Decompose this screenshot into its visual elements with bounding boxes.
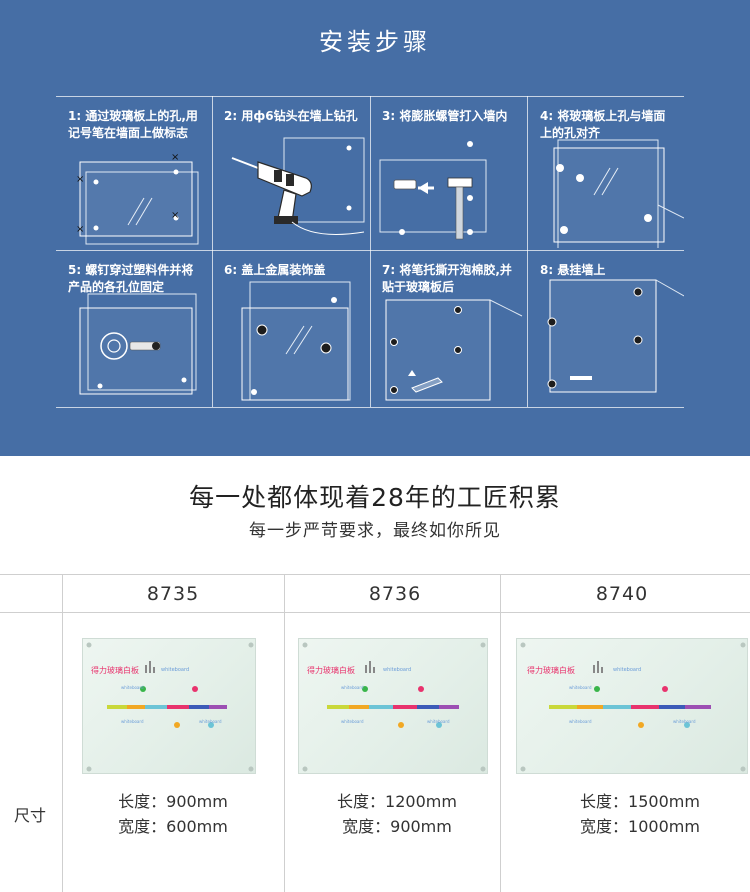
- width-8735: 宽度：600mm: [118, 817, 228, 836]
- step-1-text: 1: 通过玻璃板上的孔,用记号笔在墙面上做标志: [68, 109, 198, 140]
- craftsmanship-subheadline: 每一步严苛要求，最终如你所见: [249, 521, 501, 541]
- dimensions-8740: 长度：1500mm 宽度：1000mm: [530, 789, 750, 839]
- step-8: 8: 悬挂墙上: [530, 254, 684, 402]
- product-image-8740: 得力玻璃白板 whiteboard whiteboard whiteboard …: [516, 638, 748, 774]
- step-8-illustration: [547, 279, 684, 393]
- size-row-label: 尺寸: [14, 806, 47, 825]
- step-2-illustration: [231, 137, 365, 235]
- svg-text:whiteboard: whiteboard: [341, 719, 364, 724]
- dimensions-8736: 长度：1200mm 宽度：900mm: [287, 789, 507, 839]
- step-3-text: 3: 将膨胀螺管打入墙内: [382, 109, 508, 123]
- svg-text:whiteboard: whiteboard: [427, 719, 450, 724]
- svg-text:whiteboard: whiteboard: [341, 685, 364, 690]
- width-8736: 宽度：900mm: [342, 817, 452, 836]
- svg-text:whiteboard: whiteboard: [569, 685, 592, 690]
- svg-text:×: ×: [76, 174, 84, 185]
- step-6: 6: 盖上金属装饰盖: [214, 254, 362, 402]
- svg-text:得力玻璃白板: 得力玻璃白板: [527, 665, 575, 675]
- grid-line-bottom: [56, 407, 684, 408]
- step-4-illustration: [553, 139, 684, 248]
- craftsmanship-headline: 每一处都体现着28年的工匠积累: [189, 483, 561, 512]
- product-image-8736: 得力玻璃白板 whiteboard whiteboard whiteboard …: [298, 638, 488, 774]
- step-8-text: 8: 悬挂墙上: [540, 263, 606, 277]
- step-7-illustration: [385, 299, 523, 401]
- svg-text:whiteboard: whiteboard: [383, 667, 411, 673]
- step-3: 3: 将膨胀螺管打入墙内: [372, 100, 520, 248]
- svg-text:得力玻璃白板: 得力玻璃白板: [307, 665, 355, 675]
- install-title: 安装步骤: [319, 28, 431, 56]
- step-7-text: 7: 将笔托撕开泡棉胶,并贴于玻璃板后: [382, 263, 512, 294]
- table-top-border: [0, 574, 750, 575]
- step-1: × × × × 1: 通过玻璃板上的孔,用记号笔在墙面上做标志: [58, 100, 206, 248]
- whiteboard-graphic: 得力玻璃白板 whiteboard whiteboard whiteboard …: [520, 642, 746, 772]
- whiteboard-graphic: 得力玻璃白板 whiteboard whiteboard whiteboard …: [86, 642, 254, 772]
- table-column-divider: [284, 574, 285, 892]
- svg-text:whiteboard: whiteboard: [121, 719, 144, 724]
- svg-text:whiteboard: whiteboard: [673, 719, 696, 724]
- product-image-8735: 得力玻璃白板 whiteboard whiteboard whiteboard …: [82, 638, 256, 774]
- step-4: 4: 将玻璃板上孔与墙面上的孔对齐: [530, 100, 684, 248]
- step-2: 2: 用ф6钻头在墙上钻孔: [214, 100, 365, 248]
- step-6-text: 6: 盖上金属装饰盖: [224, 263, 326, 277]
- whiteboard-graphic: 得力玻璃白板 whiteboard whiteboard whiteboard …: [302, 642, 486, 772]
- svg-text:得力玻璃白板: 得力玻璃白板: [91, 665, 139, 675]
- step-6-illustration: [241, 281, 351, 401]
- step-7: 7: 将笔托撕开泡棉胶,并贴于玻璃板后: [372, 254, 523, 402]
- grid-divider: [370, 96, 371, 407]
- step-1-illustration: × × × ×: [76, 152, 199, 245]
- length-8740: 长度：1500mm: [580, 792, 700, 811]
- svg-text:whiteboard: whiteboard: [613, 667, 641, 673]
- model-8740: 8740: [595, 583, 649, 605]
- table-header-border: [0, 612, 750, 613]
- width-8740: 宽度：1000mm: [580, 817, 700, 836]
- dimensions-8735: 长度：900mm 宽度：600mm: [63, 789, 283, 839]
- svg-text:whiteboard: whiteboard: [121, 685, 144, 690]
- step-3-illustration: [379, 141, 487, 240]
- step-5: 5: 螺钉穿过塑料件并将产品的各孔位固定: [58, 254, 206, 402]
- table-column-divider: [500, 574, 501, 892]
- step-4-text: 4: 将玻璃板上孔与墙面上的孔对齐: [540, 109, 666, 140]
- svg-text:×: ×: [171, 210, 179, 221]
- grid-divider: [527, 96, 528, 407]
- model-8735: 8735: [146, 583, 200, 605]
- table-column-divider: [62, 574, 63, 892]
- grid-divider: [212, 96, 213, 407]
- install-steps-section: 安装步骤 × × × × 1: 通过玻璃板上的孔,用记号笔在墙面上做标志: [0, 0, 750, 456]
- step-2-text: 2: 用ф6钻头在墙上钻孔: [224, 109, 358, 123]
- svg-text:whiteboard: whiteboard: [569, 719, 592, 724]
- step-5-illustration: [79, 293, 197, 395]
- svg-text:whiteboard: whiteboard: [199, 719, 222, 724]
- length-8736: 长度：1200mm: [337, 792, 457, 811]
- svg-text:×: ×: [171, 152, 179, 163]
- svg-text:×: ×: [76, 224, 84, 235]
- model-8736: 8736: [368, 583, 422, 605]
- svg-text:whiteboard: whiteboard: [161, 667, 189, 673]
- length-8735: 长度：900mm: [118, 792, 228, 811]
- step-5-text: 5: 螺钉穿过塑料件并将产品的各孔位固定: [68, 263, 194, 294]
